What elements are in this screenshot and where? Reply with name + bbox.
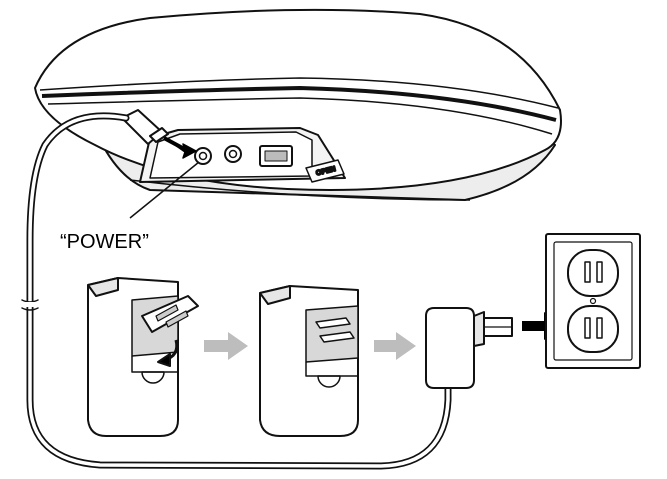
speaker-rim-inner (47, 97, 553, 135)
outlet-screw (589, 297, 597, 305)
adapter1-notch (131, 356, 178, 373)
adapter-side-view (425, 307, 513, 389)
adapter2-prong-b (319, 331, 355, 343)
adapter1-rotate-arrowhead (157, 353, 171, 367)
cable-fill (28, 114, 450, 468)
dc-plug (121, 109, 169, 145)
dc-plug-tip (149, 127, 169, 143)
connector-panel: OPEN (139, 127, 346, 183)
outlet-upper-slot-left (584, 261, 591, 283)
adapter1-cutout (141, 371, 165, 384)
adapter1-side (87, 277, 119, 297)
aux-jack-inner (228, 149, 238, 159)
speaker-rim-band (41, 86, 557, 122)
cable-break-gap (24, 302, 36, 307)
adapter1-prong-a (155, 304, 179, 322)
usb-port-inner (264, 150, 288, 162)
outlet-lower-slot-left (584, 317, 591, 339)
outlet-upper-receptacle (567, 249, 619, 297)
power-jack-arrow-shaft (163, 136, 191, 154)
power-label: “POWER” (60, 231, 149, 253)
adapter2-notch (305, 362, 358, 377)
adapter3-collar (473, 311, 485, 347)
adapter-open (259, 285, 359, 437)
step-arrow-2 (374, 332, 416, 360)
adapter-folded (87, 277, 199, 437)
open-tab (305, 159, 345, 183)
outlet-lower-slot-right (596, 317, 603, 339)
adapter2-side (259, 285, 291, 305)
adapter2-cutout (317, 375, 341, 388)
adapter3-body (425, 307, 475, 389)
adapter1-prong-b (165, 310, 189, 328)
speaker-rim-top (39, 77, 559, 109)
wall-outlet (545, 233, 641, 369)
step-arrow-1 (204, 332, 248, 360)
outlet-upper-slot-right (596, 261, 603, 283)
power-leader-line (129, 161, 200, 219)
power-jack-inner (198, 151, 208, 161)
speaker-bottom-lip (129, 179, 471, 201)
adapter2-prong-a (315, 317, 351, 329)
outlet-lower-receptacle (567, 305, 619, 353)
